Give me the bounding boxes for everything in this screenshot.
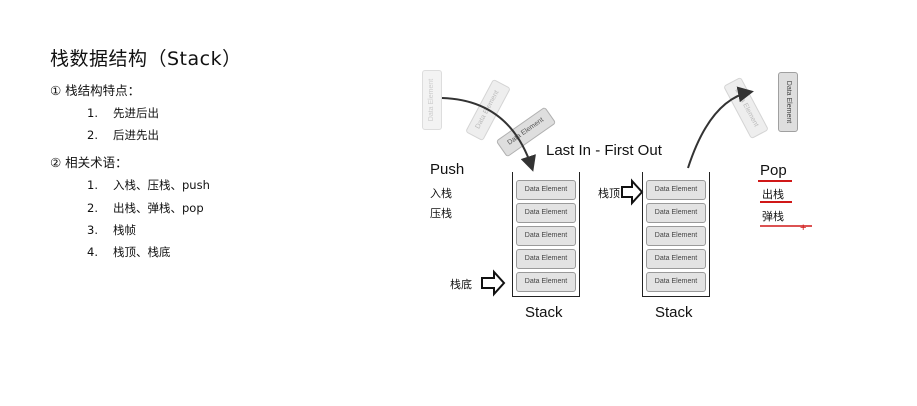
list-item-number: 3. [87,223,98,237]
lifo-label: Last In - First Out [546,142,662,159]
pop-cn-label: 弹栈 [762,210,784,223]
list-item: 2. 后进先出 [87,127,159,143]
data-element: Data Element [646,272,706,292]
list-item-text: 先进后出 [113,106,159,120]
stack-bottom-arrow [481,269,506,297]
terms-heading: ② 相关术语： [50,155,128,170]
data-element: Data Element [516,272,576,292]
list-item-number: 2. [87,201,98,215]
stack-label: Stack [525,304,563,321]
data-element: Data Element [516,226,576,246]
pop-label: Pop [760,162,787,179]
data-element: Data Element [646,226,706,246]
data-element: Data Element [516,249,576,269]
list-item-text: 后进先出 [113,128,159,142]
list-item-number: 1. [87,106,98,120]
push-arrow [441,97,536,172]
push-cn-label: 压栈 [430,207,452,220]
list-item-text: 入栈、压栈、push [113,178,210,192]
annotation-plus: + [800,222,807,234]
list-item-text: 栈帧 [113,223,136,237]
flow-arrows [441,86,812,297]
data-element: Data Element [646,203,706,223]
list-item: 3. 栈帧 [87,222,136,238]
list-item-number: 2. [87,128,98,142]
list-item: 1. 先进后出 [87,105,159,121]
list-item: 2. 出栈、弹栈、pop [87,200,204,216]
pop-cn-label: 出栈 [762,188,784,201]
push-label: Push [430,161,465,178]
list-item-number: 4. [87,245,98,259]
features-heading: ① 栈结构特点： [50,83,141,98]
page-title: 栈数据结构（Stack） [50,48,242,70]
data-element: Data Element [516,203,576,223]
data-element: Data Element [516,180,576,200]
list-item-text: 出栈、弹栈、pop [113,201,204,215]
push-cn-label: 入栈 [430,187,452,200]
list-item: 4. 栈顶、栈底 [87,244,171,260]
stack-diagram: Data Element Data Element Data Element D… [420,60,820,330]
stack-label: Stack [655,304,693,321]
pop-arrow [687,86,754,169]
stack-container-right: Data Element Data Element Data Element D… [642,172,710,297]
list-item-text: 栈顶、栈底 [113,245,171,259]
list-item: 1. 入栈、压栈、push [87,177,210,193]
stack-container-left: Data Element Data Element Data Element D… [512,172,580,297]
stack-bottom-label: 栈底 [450,278,472,291]
data-element: Data Element [646,180,706,200]
data-element: Data Element [646,249,706,269]
stack-top-label: 栈顶 [598,187,620,200]
list-item-number: 1. [87,178,98,192]
stack-top-arrow [621,178,644,206]
